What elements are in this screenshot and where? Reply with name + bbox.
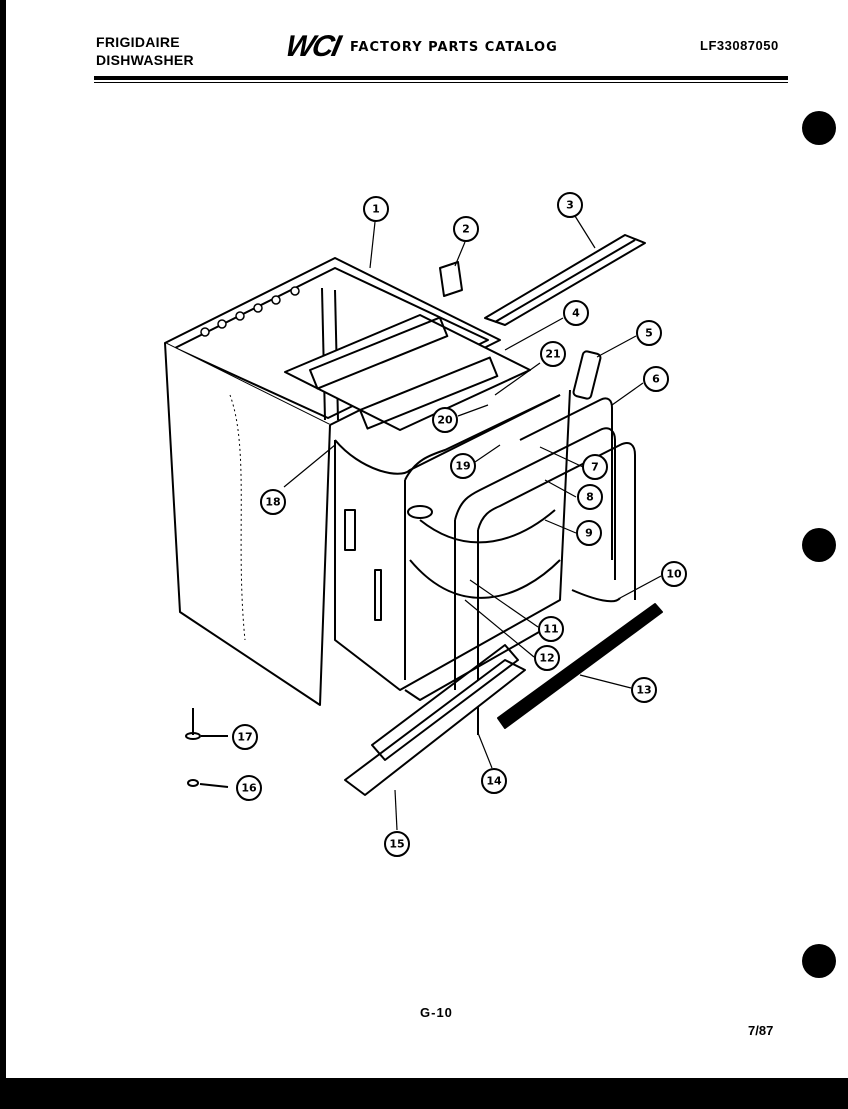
leader-lines [283,215,662,831]
callout-label: 3 [566,199,574,212]
callout-12: 12 [534,645,560,671]
bottom-rail [344,644,526,796]
callout-label: 7 [591,461,599,474]
callout-7: 7 [582,454,608,480]
cabinet-frame [164,257,501,706]
catalog-title: FACTORY PARTS CATALOG [350,40,558,55]
callout-14: 14 [481,768,507,794]
callout-15: 15 [384,831,410,857]
page-number: G-10 [420,1005,453,1020]
callout-18: 18 [260,489,286,515]
callout-label: 2 [462,223,470,236]
brand-name: FRIGIDAIRE [96,34,180,50]
bottom-trim [571,589,621,603]
callout-8: 8 [577,484,603,510]
callout-label: 11 [543,623,558,636]
callout-4: 4 [563,300,589,326]
callout-label: 14 [486,775,502,788]
callout-label: 17 [237,731,252,744]
nut [187,779,229,788]
callout-label: 9 [585,527,593,540]
bracket [439,261,463,297]
callout-17: 17 [232,724,258,750]
header-rule [94,76,788,80]
callout-1: 1 [363,196,389,222]
callout-label: 4 [572,307,580,320]
callout-21: 21 [540,341,566,367]
binder-hole-middle [802,528,836,562]
callout-6: 6 [643,366,669,392]
callout-2: 2 [453,216,479,242]
callout-10: 10 [661,561,687,587]
callout-11: 11 [538,616,564,642]
callout-20: 20 [432,407,458,433]
product-type: DISHWASHER [96,52,194,68]
callout-label: 16 [241,782,257,795]
brand-block: FRIGIDAIRE DISHWASHER [96,33,194,69]
callout-label: 20 [437,414,453,427]
top-rail [484,234,646,326]
callout-5: 5 [636,320,662,346]
model-number: LF33087050 [700,38,779,53]
callout-label: 18 [265,496,280,509]
binder-hole-top [802,111,836,145]
callout-19: 19 [450,453,476,479]
header-rule-thin [94,82,788,83]
callout-label: 21 [545,348,560,361]
callout-label: 10 [666,568,682,581]
screw [185,708,228,740]
callout-label: 5 [645,327,653,340]
callout-label: 13 [636,684,651,697]
scan-edge-left [0,0,6,1109]
callout-label: 12 [539,652,554,665]
hinge-bracket [572,350,602,400]
callout-label: 19 [455,460,470,473]
revision-date: 7/87 [748,1023,774,1038]
callout-label: 1 [372,203,380,216]
scan-edge-bottom [0,1078,848,1109]
callout-16: 16 [236,775,262,801]
callout-label: 6 [652,373,660,386]
binder-hole-bottom [802,944,836,978]
door-gaskets [404,394,636,735]
callout-label: 8 [586,491,594,504]
door-seal-strip [497,603,663,729]
callout-13: 13 [631,677,657,703]
callout-9: 9 [576,520,602,546]
callout-3: 3 [557,192,583,218]
callout-label: 15 [389,838,404,851]
